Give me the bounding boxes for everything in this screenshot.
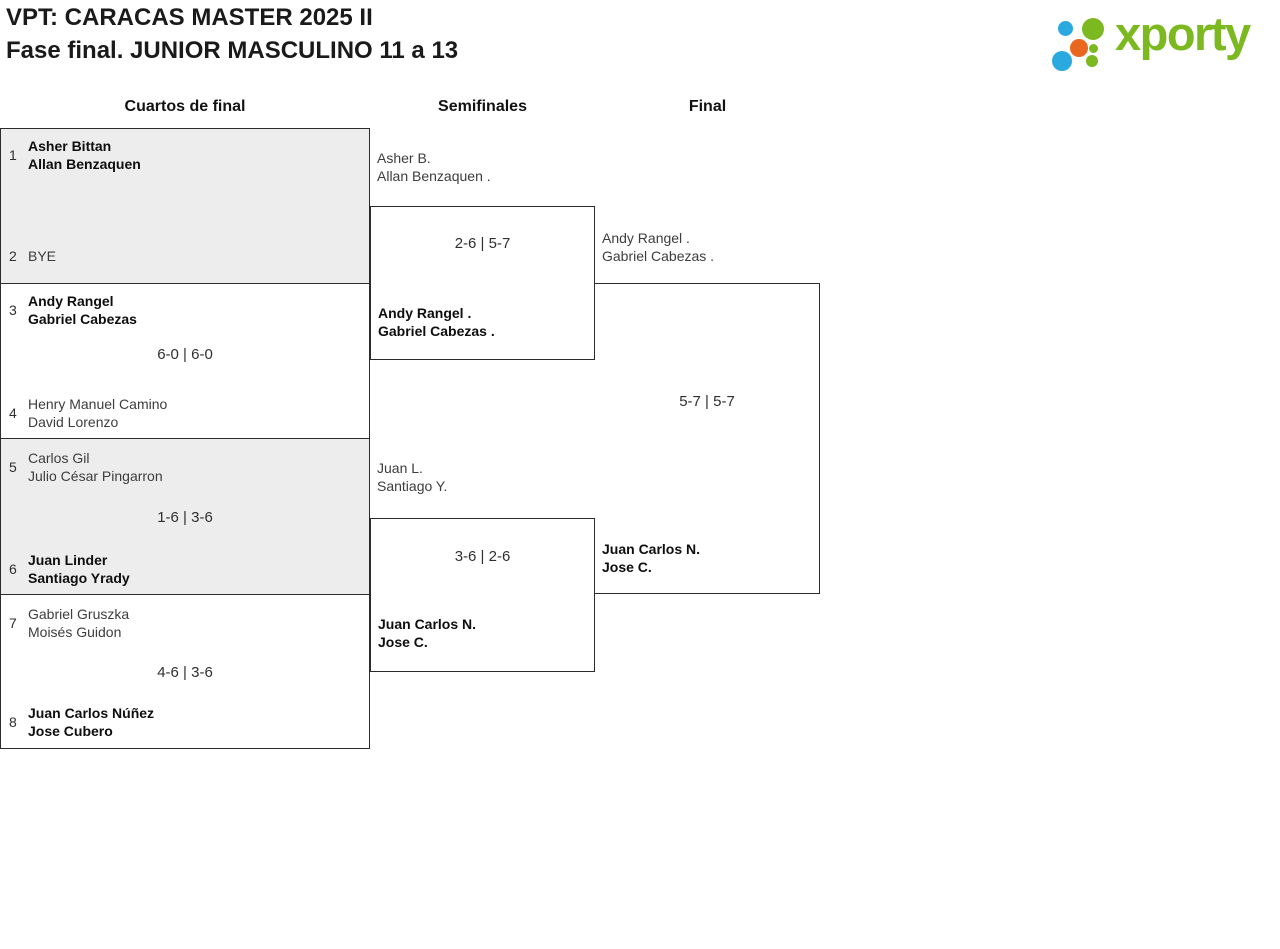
xporty-logo[interactable]: xporty [1045, 8, 1277, 72]
team-line-2: Gabriel Cabezas . [602, 248, 715, 264]
qf1-team-top: Asher Bittan Allan Benzaquen [28, 137, 141, 173]
qf-match-3[interactable]: 5 Carlos Gil Julio César Pingarron 1-6 |… [0, 438, 370, 594]
seed-number: 5 [9, 459, 17, 475]
team-line-1: Asher Bittan [28, 138, 112, 154]
logo-dot-green-large-icon [1082, 18, 1104, 40]
team-line-1: Andy Rangel [28, 293, 114, 309]
sf-match-1[interactable]: 2-6 | 5-7 Andy Rangel . Gabriel Cabezas … [370, 206, 595, 360]
team-line-1: Andy Rangel . [378, 305, 472, 321]
seed-number: 4 [9, 405, 17, 421]
team-line-2: Jose C. [602, 559, 652, 575]
logo-dot-green-small-icon [1086, 55, 1098, 67]
sf1-team-top: Asher B. Allan Benzaquen . [377, 149, 491, 185]
match-score: 2-6 | 5-7 [454, 235, 511, 252]
team-line-2: Moisés Guidon [28, 624, 122, 640]
team-line-2: Gabriel Cabezas . [378, 323, 495, 339]
qf-match-4[interactable]: 7 Gabriel Gruszka Moisés Guidon 4-6 | 3-… [0, 594, 370, 749]
seed-number: 3 [9, 302, 17, 318]
team-line-1: Asher B. [377, 150, 431, 166]
seed-number: 7 [9, 615, 17, 631]
sf2-team-bottom: Juan Carlos N. Jose C. [378, 615, 476, 651]
qf2-team-bottom: Henry Manuel Camino David Lorenzo [28, 395, 167, 431]
team-line-1: Juan Carlos Núñez [28, 705, 155, 721]
team-line-2: Gabriel Cabezas [28, 311, 137, 327]
logo-dot-blue-large-icon [1052, 51, 1072, 71]
round-header-semifinales: Semifinales [438, 98, 527, 115]
sf2-team-top: Juan L. Santiago Y. [377, 459, 447, 495]
team-line-1: Juan Carlos N. [378, 616, 477, 632]
seed-number: 2 [9, 248, 17, 264]
team-line-1: Gabriel Gruszka [28, 606, 130, 622]
team-line-1: Juan Carlos N. [602, 541, 701, 557]
final-team-bottom: Juan Carlos N. Jose C. [602, 540, 700, 576]
qf4-team-top: Gabriel Gruszka Moisés Guidon [28, 605, 129, 641]
round-header-final: Final [688, 98, 727, 115]
xporty-logo-text: xporty [1115, 7, 1251, 60]
final-match[interactable]: 5-7 | 5-7 Juan Carlos N. Jose C. [595, 283, 820, 594]
sf1-team-bottom: Andy Rangel . Gabriel Cabezas . [378, 304, 495, 340]
round-header-cuartos: Cuartos de final [124, 98, 246, 115]
team-line-1: Juan L. [377, 460, 423, 476]
seed-number: 8 [9, 714, 17, 730]
team-line-2: Julio César Pingarron [28, 468, 163, 484]
sf-match-2[interactable]: 3-6 | 2-6 Juan Carlos N. Jose C. [370, 518, 595, 672]
qf1-team-bottom: BYE [28, 247, 56, 265]
qf-match-1[interactable]: 1 Asher Bittan Allan Benzaquen 2 BYE [0, 128, 370, 283]
match-score: 5-7 | 5-7 [679, 393, 735, 410]
match-score: 1-6 | 3-6 [157, 509, 213, 526]
match-score: 3-6 | 2-6 [454, 548, 511, 565]
team-line-2: Jose C. [378, 634, 428, 650]
team-line-1: BYE [28, 248, 57, 264]
team-line-2: Jose Cubero [28, 723, 113, 739]
team-line-2: Allan Benzaquen . [377, 168, 491, 184]
page-subtitle: Fase final. JUNIOR MASCULINO 11 a 13 [6, 37, 459, 64]
logo-dot-green-tiny-icon [1089, 44, 1098, 53]
qf4-team-bottom: Juan Carlos Núñez Jose Cubero [28, 704, 154, 740]
qf3-team-bottom: Juan Linder Santiago Yrady [28, 551, 130, 587]
seed-number: 6 [9, 561, 17, 577]
team-line-1: Henry Manuel Camino [28, 396, 168, 412]
logo-dot-orange-icon [1070, 39, 1088, 57]
qf2-team-top: Andy Rangel Gabriel Cabezas [28, 292, 137, 328]
page-title: VPT: CARACAS MASTER 2025 II [6, 4, 373, 31]
team-line-1: Andy Rangel . [602, 230, 690, 246]
seed-number: 1 [9, 147, 17, 163]
team-line-2: Santiago Yrady [28, 570, 130, 586]
team-line-1: Carlos Gil [28, 450, 90, 466]
team-line-2: Santiago Y. [377, 478, 448, 494]
logo-dot-blue-small-icon [1058, 21, 1073, 36]
final-team-top: Andy Rangel . Gabriel Cabezas . [602, 229, 714, 265]
team-line-1: Juan Linder [28, 552, 108, 568]
team-line-2: David Lorenzo [28, 414, 119, 430]
match-score: 4-6 | 3-6 [157, 664, 213, 681]
qf-match-2[interactable]: 3 Andy Rangel Gabriel Cabezas 6-0 | 6-0 … [0, 283, 370, 438]
team-line-2: Allan Benzaquen [28, 156, 141, 172]
match-score: 6-0 | 6-0 [157, 346, 213, 363]
qf3-team-top: Carlos Gil Julio César Pingarron [28, 449, 163, 485]
